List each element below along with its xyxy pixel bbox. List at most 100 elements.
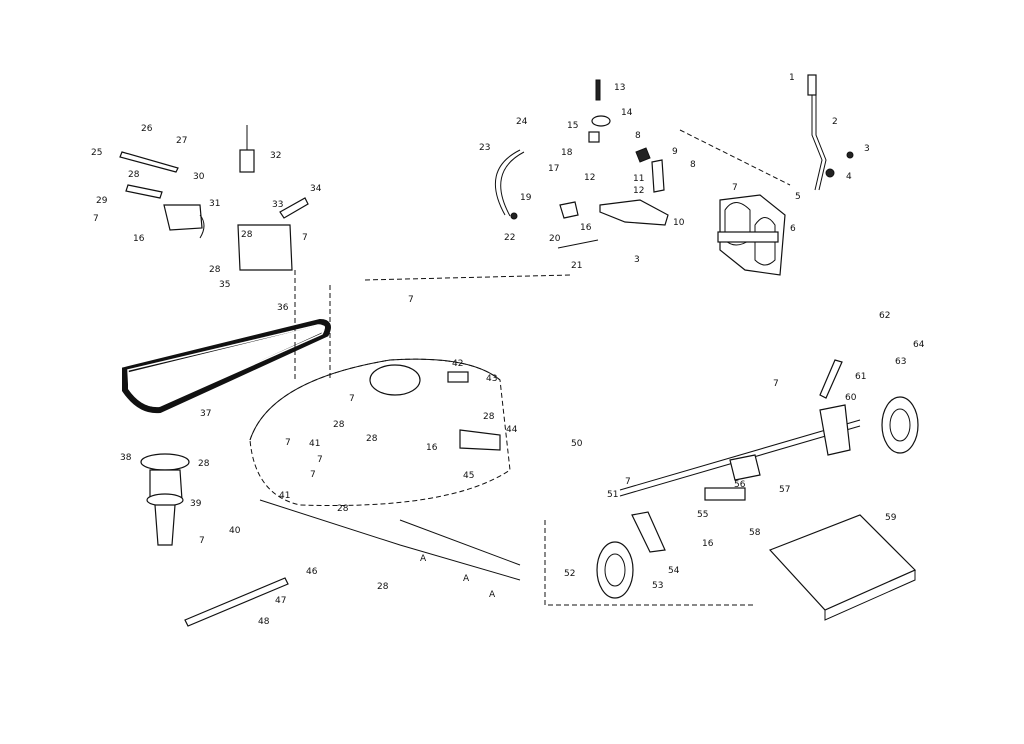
label-7: 17 <box>548 164 559 174</box>
label-28: 28 <box>337 504 349 514</box>
label-21: 21 <box>571 261 582 271</box>
label-27: 27 <box>176 136 187 146</box>
label-7: 7 <box>285 438 291 448</box>
label-41: 41 <box>309 439 320 449</box>
label-28: 28 <box>366 434 378 444</box>
label-3: 3 <box>864 144 870 154</box>
wheel-right <box>881 396 919 454</box>
label-28: 28 <box>198 459 210 469</box>
bracket-part-60 <box>819 404 851 456</box>
lever-rod-part-2 <box>811 95 823 191</box>
label-46: 46 <box>306 567 318 577</box>
label-28: 28 <box>128 170 140 180</box>
wheel-front <box>596 541 634 599</box>
lever-assembly <box>717 74 854 276</box>
label-52: 52 <box>564 569 575 579</box>
label-57: 57 <box>779 485 790 495</box>
part-51 <box>631 511 666 553</box>
label-7: 7 <box>310 470 316 480</box>
pad-part-43 <box>447 371 469 383</box>
label-7: 7 <box>773 379 779 389</box>
label-7: 7 <box>349 394 355 404</box>
label-40: 40 <box>229 526 241 536</box>
label-13: 13 <box>614 83 625 93</box>
label-39: 39 <box>190 499 202 509</box>
label-20: 20 <box>549 234 561 244</box>
lever-part-61 <box>819 359 843 399</box>
label-8: 8 <box>635 131 641 141</box>
label-28: 28 <box>241 230 253 240</box>
spindle-assembly <box>140 453 190 546</box>
bracket-part-32 <box>239 149 255 173</box>
label-15: 15 <box>567 121 578 131</box>
label-29: 29 <box>96 196 108 206</box>
label-62: 62 <box>879 311 890 321</box>
plate-part-29 <box>125 184 163 199</box>
label-60: 60 <box>845 393 857 403</box>
label-12: 12 <box>633 186 644 196</box>
label-14: 14 <box>621 108 633 118</box>
label-a: A <box>463 574 470 584</box>
label-59: 59 <box>885 513 897 523</box>
label-7: 7 <box>408 295 414 305</box>
label-7: 7 <box>302 233 308 243</box>
label-58: 58 <box>749 528 761 538</box>
part-labels: 1 2 3 4 5 6 7 8 8 9 10 11 12 12 13 14 15… <box>91 73 925 627</box>
label-33: 33 <box>272 200 283 210</box>
label-56: 56 <box>734 480 746 490</box>
pulley-part-38 <box>140 453 190 471</box>
label-36: 36 <box>277 303 289 313</box>
label-a: A <box>489 590 496 600</box>
cable-part-23 <box>494 149 521 216</box>
label-63: 63 <box>895 357 906 367</box>
label-28: 28 <box>483 412 495 422</box>
axle-assembly <box>596 359 919 599</box>
label-16: 16 <box>426 443 438 453</box>
spring-part-21 <box>557 239 599 249</box>
label-10: 10 <box>673 218 685 228</box>
control-parts <box>119 125 309 271</box>
label-28: 28 <box>333 420 345 430</box>
label-44: 44 <box>506 425 518 435</box>
label-16: 16 <box>580 223 592 233</box>
label-4: 4 <box>846 172 852 182</box>
belt-part-37 <box>122 318 331 414</box>
label-25: 25 <box>91 148 102 158</box>
label-54: 54 <box>668 566 680 576</box>
nut-part-3 <box>846 151 854 159</box>
label-7: 7 <box>625 477 631 487</box>
bracket-part-44 <box>459 429 501 451</box>
label-19: 19 <box>520 193 532 203</box>
label-30: 30 <box>193 172 205 182</box>
bolt-part-13 <box>595 79 601 101</box>
label-3: 3 <box>634 255 640 265</box>
label-55: 55 <box>697 510 708 520</box>
label-8: 8 <box>690 160 696 170</box>
label-28: 28 <box>377 582 389 592</box>
shield-part-59 <box>768 514 917 611</box>
label-2: 2 <box>832 117 838 127</box>
label-22: 22 <box>504 233 515 243</box>
label-47: 47 <box>275 596 286 606</box>
label-9: 9 <box>672 147 678 157</box>
label-34: 34 <box>310 184 322 194</box>
label-16: 16 <box>702 539 714 549</box>
label-23: 23 <box>479 143 490 153</box>
block-part-15 <box>588 131 600 143</box>
label-61: 61 <box>855 372 866 382</box>
axle-rod <box>619 419 861 491</box>
label-7: 7 <box>732 183 738 193</box>
label-18: 18 <box>561 148 573 158</box>
knob-part-1 <box>807 74 817 96</box>
washer-part-4 <box>825 168 835 178</box>
mower-deck <box>249 358 521 581</box>
label-7: 7 <box>317 455 323 465</box>
blade-part-47 <box>184 577 289 627</box>
label-48: 48 <box>258 617 270 627</box>
label-11: 11 <box>633 174 644 184</box>
label-45: 45 <box>463 471 474 481</box>
label-1: 1 <box>789 73 795 83</box>
label-7: 7 <box>199 536 205 546</box>
lever-part-34 <box>279 197 309 219</box>
